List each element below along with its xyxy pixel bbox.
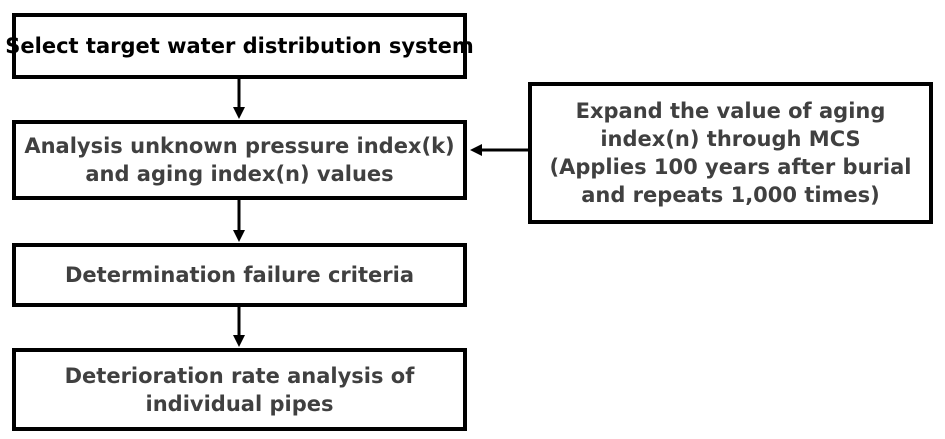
step-determination-failure-criteria: Determination failure criteria <box>12 243 467 307</box>
step-analysis-indices: Analysis unknown pressure index(k) and a… <box>12 120 467 200</box>
step-4-line-1: Deterioration rate analysis of <box>64 363 415 388</box>
step-select-target-system: Select target water distribution system <box>5 13 474 79</box>
step-3-line-1: Determination failure criteria <box>64 263 414 287</box>
step-2-line-2: and aging index(n) values <box>85 162 394 186</box>
side-box-mcs-expansion: Expand the value of aging index(n) throu… <box>528 82 933 224</box>
step-1-line-1: Select target water distribution system <box>5 34 474 58</box>
step-4-line-2: individual pipes <box>145 391 334 416</box>
step-deterioration-rate-analysis: Deterioration rate analysis of individua… <box>12 348 467 431</box>
side-box-line-3: (Applies 100 years after burial <box>549 155 912 179</box>
side-box-line-1: Expand the value of aging <box>575 99 886 123</box>
step-2-line-1: Analysis unknown pressure index(k) <box>24 134 455 158</box>
side-box-line-4: and repeats 1,000 times) <box>581 183 880 207</box>
side-box-line-2: index(n) through MCS <box>600 127 861 151</box>
